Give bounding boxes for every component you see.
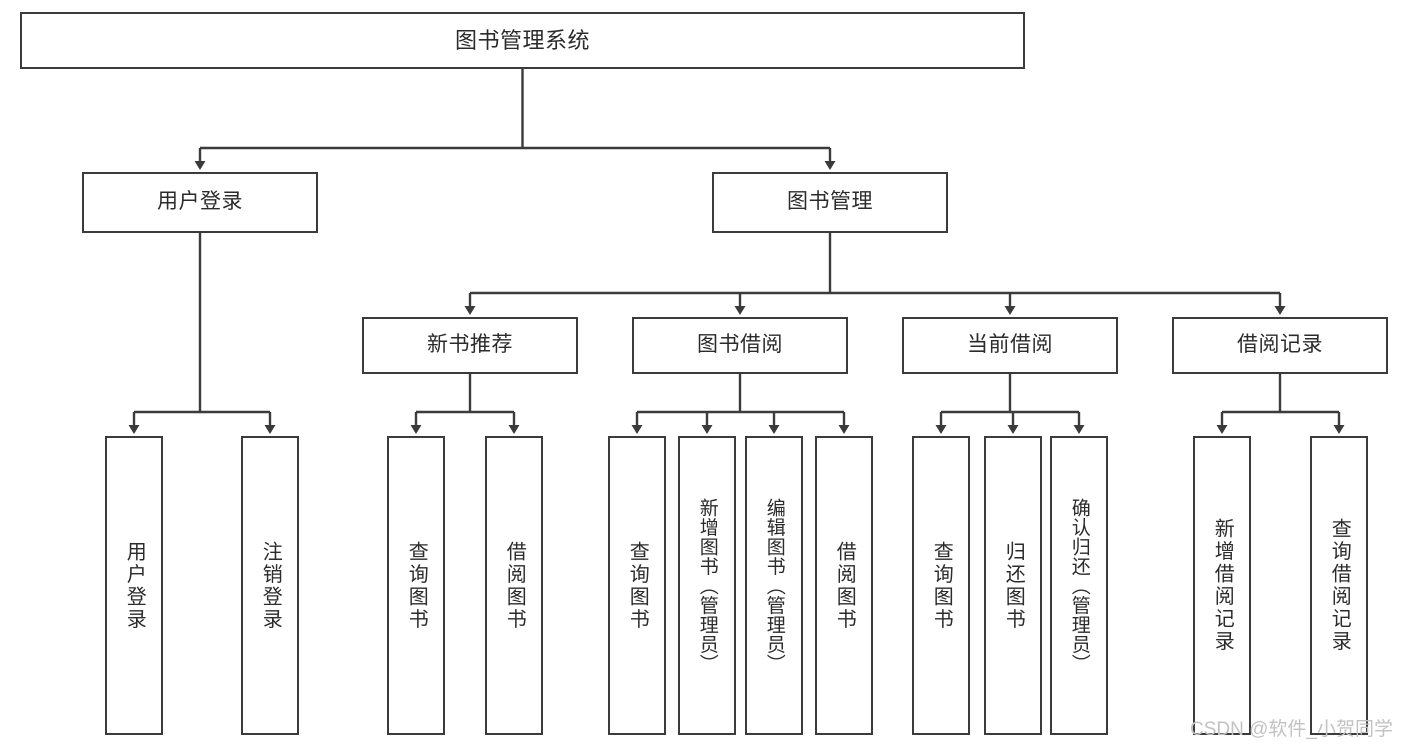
node-leaf-query-book-1[interactable]: 查询图书: [387, 436, 445, 735]
node-user-login-label: 用户登录: [157, 190, 243, 214]
node-current-borrow[interactable]: 当前借阅: [902, 317, 1118, 374]
node-leaf-add-book-label: 新增图书（管理员）: [696, 497, 718, 674]
node-leaf-confirm-return[interactable]: 确认归还（管理员）: [1050, 436, 1108, 735]
node-leaf-query-book-2[interactable]: 查询图书: [608, 436, 666, 735]
node-leaf-user-login[interactable]: 用户登录: [105, 436, 163, 735]
node-new-book-recommend-label: 新书推荐: [427, 333, 513, 357]
node-leaf-query-book-3-label: 查询图书: [930, 540, 953, 631]
node-new-book-recommend[interactable]: 新书推荐: [362, 317, 578, 374]
node-leaf-user-logout-label: 注销登录: [259, 540, 282, 631]
node-leaf-user-login-label: 用户登录: [123, 540, 146, 631]
node-root[interactable]: 图书管理系统: [20, 12, 1025, 69]
node-borrow-record-label: 借阅记录: [1237, 333, 1323, 357]
node-leaf-edit-book-label: 编辑图书（管理员）: [763, 497, 785, 674]
node-leaf-confirm-return-label: 确认归还（管理员）: [1068, 497, 1090, 674]
node-leaf-borrow-book-1-label: 借阅图书: [503, 540, 526, 631]
node-book-manage-label: 图书管理: [787, 190, 873, 214]
node-leaf-query-book-1-label: 查询图书: [405, 540, 428, 631]
node-leaf-return-book[interactable]: 归还图书: [984, 436, 1042, 735]
node-current-borrow-label: 当前借阅: [967, 333, 1053, 357]
node-user-login[interactable]: 用户登录: [82, 172, 318, 233]
node-leaf-add-borrow-record-label: 新增借阅记录: [1211, 518, 1234, 653]
node-book-borrow-label: 图书借阅: [697, 333, 783, 357]
watermark-text: CSDN @软件_小贺同学: [1190, 719, 1393, 740]
node-book-borrow[interactable]: 图书借阅: [632, 317, 848, 374]
node-leaf-query-book-3[interactable]: 查询图书: [912, 436, 970, 735]
node-leaf-borrow-book-2[interactable]: 借阅图书: [815, 436, 873, 735]
node-leaf-add-borrow-record[interactable]: 新增借阅记录: [1193, 436, 1251, 735]
node-leaf-add-book[interactable]: 新增图书（管理员）: [678, 436, 736, 735]
node-leaf-return-book-label: 归还图书: [1002, 540, 1025, 631]
node-root-label: 图书管理系统: [454, 27, 590, 53]
node-leaf-user-logout[interactable]: 注销登录: [241, 436, 299, 735]
node-leaf-query-borrow-record-label: 查询借阅记录: [1328, 518, 1351, 653]
node-leaf-edit-book[interactable]: 编辑图书（管理员）: [745, 436, 803, 735]
node-borrow-record[interactable]: 借阅记录: [1172, 317, 1388, 374]
node-leaf-borrow-book-2-label: 借阅图书: [833, 540, 856, 631]
node-leaf-query-book-2-label: 查询图书: [626, 540, 649, 631]
node-book-manage[interactable]: 图书管理: [712, 172, 948, 233]
node-leaf-query-borrow-record[interactable]: 查询借阅记录: [1310, 436, 1368, 735]
node-leaf-borrow-book-1[interactable]: 借阅图书: [485, 436, 543, 735]
